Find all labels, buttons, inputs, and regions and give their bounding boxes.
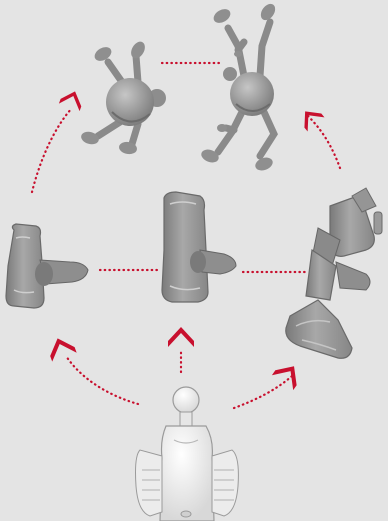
short-double-socket-arm-icon <box>6 224 88 308</box>
upward-arrow-icon <box>59 88 85 111</box>
connector-short-arm-to-small-grip <box>32 108 72 192</box>
dual-arm-extension-icon <box>286 188 382 358</box>
connector-base-to-extension <box>234 376 292 408</box>
upward-arrow-icon <box>168 327 194 347</box>
upward-arrow-icon <box>272 359 305 390</box>
upward-arrow-icon <box>297 104 325 131</box>
connector-base-to-short-arm <box>66 356 138 404</box>
x-grip-large-icon <box>199 1 278 173</box>
upward-arrow-icon <box>45 334 76 362</box>
connector-extension-to-large-grip <box>308 116 340 168</box>
x-grip-small-icon <box>80 39 166 155</box>
ball-base-mount-icon <box>136 387 239 521</box>
medium-double-socket-arm-icon <box>162 192 236 302</box>
